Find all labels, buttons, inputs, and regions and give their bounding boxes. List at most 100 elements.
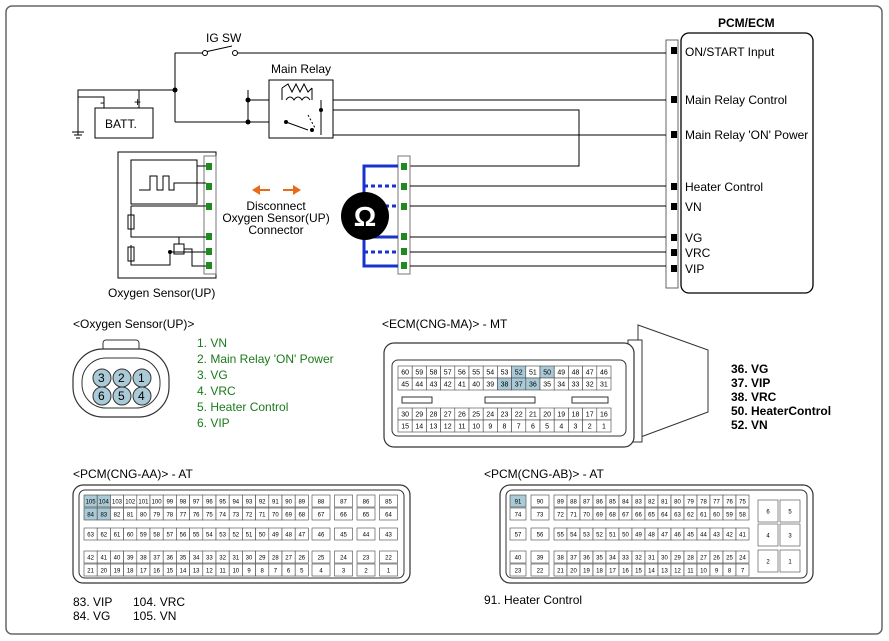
pcm-pin-vn: VN [685, 200, 702, 214]
pin-label-36: 36 [583, 556, 590, 562]
pin-label-49: 49 [557, 370, 565, 377]
pin-label-78: 78 [166, 513, 173, 519]
pin-3 [334, 563, 353, 577]
pin-4 [757, 523, 779, 547]
pcm-pin-vrc: VRC [685, 246, 711, 260]
pin-label-51: 51 [529, 370, 537, 377]
pin-23 [509, 563, 527, 577]
svg-text:4: 4 [138, 389, 145, 403]
pin-label-44: 44 [415, 382, 423, 389]
pin-label-13: 13 [193, 569, 200, 575]
pin-41 [735, 527, 750, 541]
pin-44 [356, 527, 376, 541]
pin-label-50: 50 [622, 533, 629, 539]
pin-label-41: 41 [458, 382, 466, 389]
supply-wires [77, 45, 666, 167]
pin-label-49: 49 [272, 533, 279, 539]
pin-label-74: 74 [219, 513, 226, 519]
pin-label-9: 9 [488, 424, 492, 431]
pin-label-47: 47 [298, 533, 305, 539]
pin-label-84: 84 [622, 500, 629, 506]
pin-label-39: 39 [486, 382, 494, 389]
pin-label-41: 41 [100, 556, 107, 562]
pin-label-10: 10 [232, 569, 239, 575]
pin-label-91: 91 [515, 500, 522, 506]
pin-label-15: 15 [635, 569, 642, 575]
pin-label-58: 58 [430, 370, 438, 377]
pin-label-51: 51 [609, 533, 616, 539]
pin-label-16: 16 [153, 569, 160, 575]
pin-label-64: 64 [385, 513, 392, 519]
pcm-title: PCM/ECM [718, 16, 775, 30]
pin-label-45: 45 [340, 533, 347, 539]
pin-67 [311, 507, 331, 521]
pin-label-37: 37 [153, 556, 160, 562]
pin-90 [530, 494, 550, 508]
pin-label-27: 27 [285, 556, 292, 562]
pin-label-40: 40 [114, 556, 121, 562]
pin-label-13: 13 [661, 569, 668, 575]
pin-label-52: 52 [515, 370, 523, 377]
pin-label-75: 75 [739, 500, 746, 506]
pcm-pin-heater-control: Heater Control [685, 180, 763, 194]
pin-label-3: 3 [342, 569, 346, 575]
pin-label-10: 10 [472, 424, 480, 431]
pin-label-83: 83 [635, 500, 642, 506]
pin-label-40: 40 [472, 382, 480, 389]
pin-label-82: 82 [648, 500, 655, 506]
pin-label-81: 81 [661, 500, 668, 506]
pin-label-94: 94 [232, 500, 239, 506]
pcm-box [680, 32, 814, 294]
disconnect-line-2: Oxygen Sensor(UP) [222, 211, 329, 225]
pin-label-44: 44 [363, 533, 370, 539]
pin-label-31: 31 [232, 556, 239, 562]
pin-2 [757, 549, 779, 573]
pin-label-65: 65 [363, 513, 370, 519]
pin-label-21: 21 [87, 569, 94, 575]
pin-label-2: 2 [364, 569, 368, 575]
sensor-internal-wiring [127, 159, 206, 267]
pin-label-84: 84 [87, 513, 94, 519]
sensor-legend-3: 3. VG [197, 368, 228, 382]
pin-label-19: 19 [583, 569, 590, 575]
ecm-legend-4: 50. HeaterControl [731, 404, 831, 418]
pin-label-86: 86 [363, 500, 370, 506]
pin-label-70: 70 [272, 513, 279, 519]
ecm-ma-title: <ECM(CNG-MA)> - MT [382, 317, 508, 331]
pin-label-1: 1 [602, 424, 606, 431]
pin-label-72: 72 [246, 513, 253, 519]
pin-label-79: 79 [153, 513, 160, 519]
pcm-ab-legend-1: 91. Heater Control [484, 593, 582, 607]
svg-text:6: 6 [98, 389, 105, 403]
pin-label-67: 67 [318, 513, 325, 519]
pin-label-18: 18 [572, 412, 580, 419]
svg-text:5: 5 [118, 389, 125, 403]
pin-label-17: 17 [140, 569, 147, 575]
pin-label-3: 3 [574, 424, 578, 431]
ohm-symbol: Ω [354, 201, 376, 232]
pin-24 [735, 550, 750, 564]
main-relay-box [268, 79, 334, 139]
pin-75 [735, 494, 750, 508]
oxygen-sensor-label: Oxygen Sensor(UP) [108, 286, 215, 300]
pin-label-56: 56 [180, 533, 187, 539]
pin-label-21: 21 [529, 412, 537, 419]
pin-74 [509, 507, 527, 521]
harness-to-pcm-wires [410, 185, 666, 267]
pin-label-89: 89 [557, 500, 564, 506]
pin-65 [356, 507, 376, 521]
pin-label-46: 46 [674, 533, 681, 539]
pin-label-17: 17 [609, 569, 616, 575]
pin-label-52: 52 [596, 533, 603, 539]
pin-label-15: 15 [401, 424, 409, 431]
pin-label-104: 104 [99, 500, 110, 506]
pin-label-34: 34 [557, 382, 565, 389]
pin-label-5: 5 [788, 510, 792, 516]
harness-connector [397, 155, 411, 275]
pin-22 [379, 550, 398, 564]
pin-5 [779, 499, 801, 523]
pin-56 [530, 527, 550, 541]
pin-66 [334, 507, 353, 521]
pin-73 [530, 507, 550, 521]
pin-64 [379, 507, 398, 521]
